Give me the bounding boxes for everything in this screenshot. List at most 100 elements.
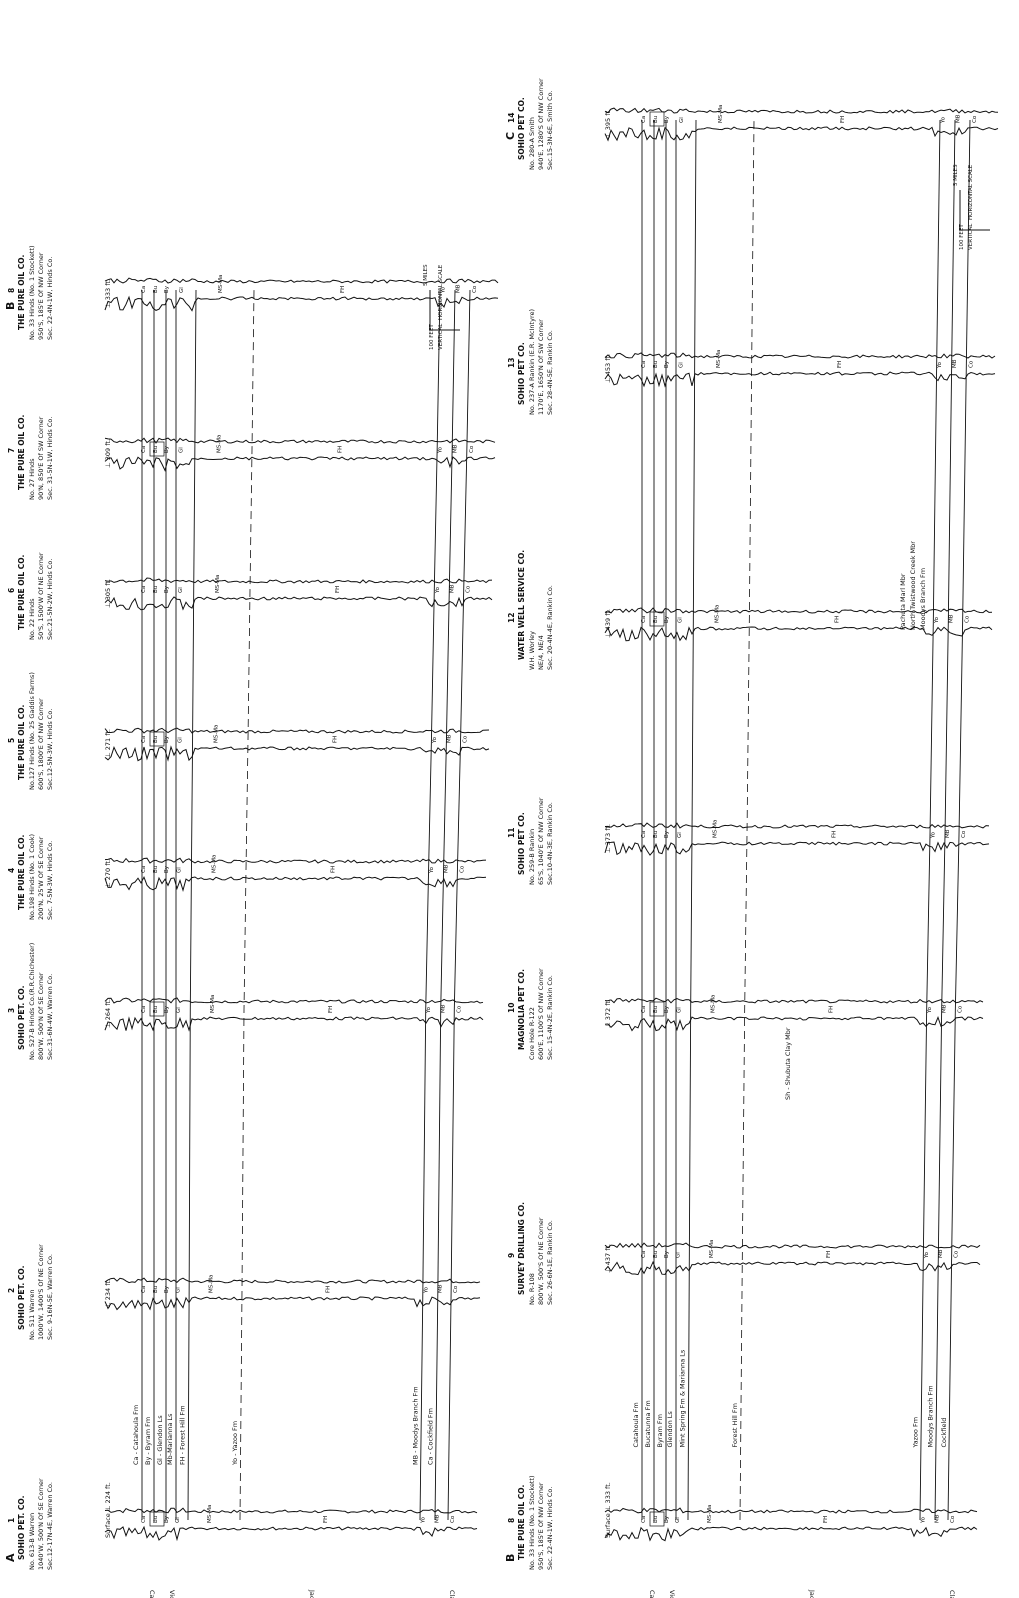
well-number: 7 [7,448,16,453]
formation-abbrev: FH [323,1516,329,1523]
formation-abbrev: Bu [653,361,659,368]
horizontal-scale-value: 5 MILES [953,164,959,186]
well-name: No. 527-B Hinds Co.(R.R.Chichester) [28,943,36,1060]
formation-abbrev: MS-Ma [716,350,722,368]
formation-abbrev: MB [444,864,450,873]
formation-abbrev: By [664,360,670,368]
vertical-scale-label: VERTICAL [968,223,974,250]
formation-abbrev: Bu [653,1006,659,1013]
formation-abbrev: Gl [676,1007,682,1013]
formation-abbrev: Co [968,360,974,368]
formation-name: Moodys Branch Fm [927,1385,935,1447]
well-location: 1170'E, 1650'N Of SW Corner [537,319,545,415]
formation-abbrev: Gl [176,1287,182,1293]
well-section: Sec. 22-4N-1W, Hinds Co. [46,257,54,340]
formation-abbrev: Bu [153,586,159,593]
formation-abbrev: Yo [421,1516,427,1524]
well-elevation: ⊥ 333 ft. [104,279,112,308]
well-location: 600'E, 1100'S Of NW Corner [537,968,545,1060]
formation-abbrev: Co [456,1005,462,1013]
formation-abbrev: MS-Ma [216,435,222,453]
hatched-zone [149,1001,165,1017]
formation-abbrev: MS-Ma [707,1505,713,1523]
well-section: Sec. 7-5N-3W, Hinds Co. [46,841,54,920]
well-elevation: ⊥ 372 ft. [604,999,612,1028]
formation-abbrev: Bu [153,1286,159,1293]
resistivity-log [104,745,490,762]
well-name: No.127 Hinds (No. 25 Gaddis Farms) [28,672,36,790]
well-elevation: ⊥ 305 ft. [104,579,112,608]
well-name: Core Hole R-122 [528,1007,536,1060]
group-label: Jackson Group [808,1589,816,1598]
well-location: 950'S, 185'E Of NW Corner [37,252,45,340]
well-name: No. R-108 [528,1273,536,1305]
well-company: SURVEY DRILLING CO. [517,1202,526,1295]
formation-abbrev: Co [466,585,472,593]
formation-abbrev: By [164,865,170,873]
well-elevation: ⊥ 264 ft. [104,999,112,1028]
formation-abbrev: By [664,1250,670,1258]
formation-abbrev: FH [823,1516,829,1523]
formation-abbrev: Ca [641,831,647,838]
group-label: Jackson Group [308,1589,316,1598]
formation-abbrev: Gl [177,867,183,873]
horizontal-scale-label: HORIZONTAL SCALE [968,164,974,220]
well-section: Sec. 22-4N-1W, Hinds Co. [546,1487,554,1570]
formation-name: Yazoo Fm [912,1417,920,1449]
well-section: Sec.10-4N-3E, Rankin Co. [546,802,554,885]
formation-name: Forest Hill Fm [731,1403,739,1447]
well-number: 9 [507,1253,516,1258]
correlation-line [687,119,697,1521]
well-section: Sec. 26-6N-1E, Rankin Co. [546,1220,554,1305]
formation-abbrev: By [664,1005,670,1013]
sp-log [104,1507,478,1514]
well-company: SOHIO PET. CO. [17,1495,26,1560]
formation-abbrev: MS-Ma [714,605,720,623]
formation-name: Bucatunna Fm [644,1400,652,1447]
formation-abbrev: Co [954,1250,960,1258]
well-company: SOHIO PET CO. [517,342,526,405]
group-label: Vicksburg Group [668,1590,676,1598]
formation-abbrev: MB [453,444,459,453]
sp-log [104,437,496,444]
well-location: 90'N, 850'E Of SW Corner [37,416,45,500]
formation-abbrev: By [164,1005,170,1013]
formation-abbrev: Ca [141,586,147,593]
resistivity-log [604,841,990,856]
formation-abbrev: MS-Ma [210,995,216,1013]
formation-abbrev: Yo [927,1006,933,1014]
resistivity-log [604,371,996,388]
well-number: 12 [507,613,516,623]
well-company: THE PURE OIL CO. [17,705,26,780]
resistivity-log [604,126,999,142]
sp-log [104,1277,481,1284]
formation-name: By - Byram Fm [144,1417,152,1465]
formation-abbrev: Co [957,1005,963,1013]
well-location: 950'S, 185'E Of NW Corner [537,1482,545,1570]
correlation-line [919,119,941,1521]
well-elevation: ⊥ 309 ft. [104,439,112,468]
well-location: 1000'W, 1400'S Of NE Corner [37,1244,45,1340]
sp-log [604,107,999,114]
formation-abbrev: By [164,1285,170,1293]
formation-abbrev: Ca [141,446,147,453]
well-number: 3 [7,1008,16,1013]
sp-log [604,1242,981,1249]
well-number: 8 [7,288,16,293]
formation-abbrev: MB [435,1514,441,1523]
formation-abbrev: FH [328,1006,334,1013]
well-section: Sec. 20-4N-4E, Rankin Co. [546,585,554,670]
well-location: 800'W, 500'N Of SE Corner [37,972,45,1060]
well-section: Sec.12-5N-3W, Hinds Co. [46,709,54,790]
formation-abbrev: Gl [676,1252,682,1258]
member-note: Moodys Branch Fm [919,568,927,630]
formation-abbrev: MB [441,1004,447,1013]
well-section: Sec.15-3N-6E, Smith Co. [546,90,554,170]
